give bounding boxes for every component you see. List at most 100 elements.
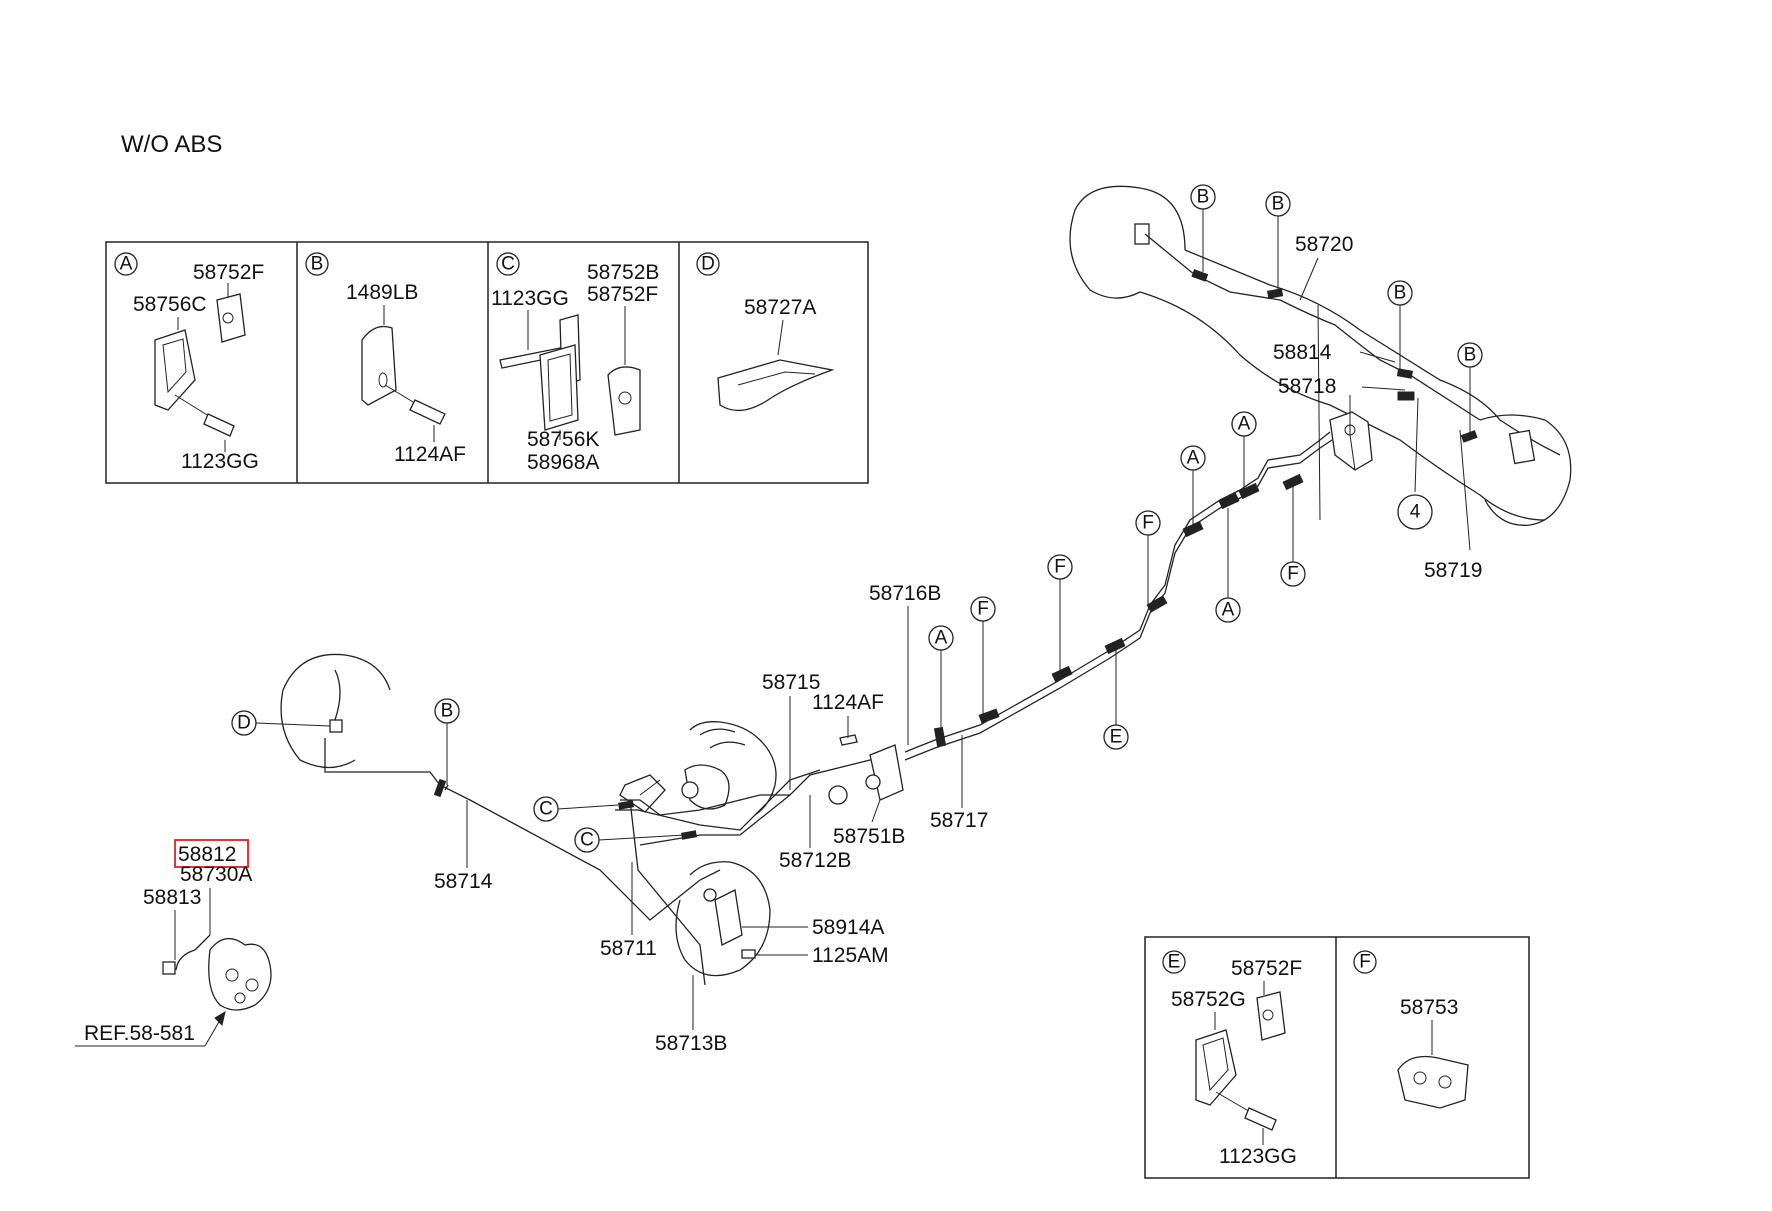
callout-f-circle <box>970 596 996 622</box>
callout-b: B <box>1272 194 1285 215</box>
part-label-58714: 58714 <box>434 870 493 893</box>
caliper-icon <box>208 938 272 1011</box>
panel-b-part: 1124AF <box>394 443 466 466</box>
detail-panel-f: F 58753 <box>1353 950 1469 1109</box>
callout-b-circle <box>434 698 460 724</box>
callout-b-circle <box>1387 280 1413 306</box>
callout-4-circle <box>1397 494 1433 530</box>
panel-f-letter: F <box>1359 952 1371 973</box>
callout-f-circle <box>1135 510 1161 536</box>
panel-e-part: 58752F <box>1231 957 1302 980</box>
panel-d-part: 58727A <box>744 296 816 319</box>
part-label-58813: 58813 <box>143 886 201 909</box>
panel-e-letter: E <box>1168 952 1181 973</box>
part-label-58718: 58718 <box>1278 375 1336 398</box>
bolt-icon <box>1244 1107 1277 1131</box>
master-cylinder-assembly <box>162 653 904 1026</box>
part-label-58717: 58717 <box>930 809 988 832</box>
callout-a: A <box>1187 448 1200 469</box>
callout-f: F <box>1287 564 1299 585</box>
rear-left-wheel-outline <box>1069 185 1141 299</box>
panel-a-part: 1123GG <box>181 450 259 473</box>
part-label-58730a: 58730A <box>180 863 252 886</box>
part-label-1124af: 1124AF <box>812 691 884 714</box>
callout-a: A <box>1222 600 1235 621</box>
diagram-title: W/O ABS <box>121 131 222 158</box>
bolt-icon <box>409 399 446 425</box>
clamp-icon <box>539 344 579 431</box>
callout-a-circle <box>1180 445 1206 471</box>
callout-d: D <box>237 713 251 734</box>
rear-axle <box>1069 185 1572 526</box>
part-label-58814: 58814 <box>1273 341 1332 364</box>
callout-a-circle <box>928 625 954 651</box>
part-label-1125am: 1125AM <box>812 944 889 967</box>
callout-b-circle <box>1265 191 1291 217</box>
callout-c: C <box>580 830 594 851</box>
panel-a-part: 58752F <box>193 261 264 284</box>
panel-e-letter-circle <box>1162 950 1186 974</box>
part-label-58716b: 58716B <box>869 582 941 605</box>
panel-e-part: 58752G <box>1171 988 1246 1011</box>
rear-axle-callouts: B B B B <box>1190 184 1483 432</box>
part-label-58711: 58711 <box>600 937 657 960</box>
part-label-58712b: 58712B <box>779 849 851 872</box>
front-part-labels: 58716B 58715 1124AF 58751B 58717 58712B … <box>75 582 988 1055</box>
part-label-58720: 58720 <box>1295 233 1353 256</box>
callout-b-circle <box>1457 342 1483 368</box>
panel-f-part: 58753 <box>1400 996 1458 1019</box>
front-callouts: D B C C <box>231 698 697 853</box>
detail-panel-d: D 58727A <box>696 252 835 412</box>
panel-c-letter: C <box>501 254 515 275</box>
callout-f-circle <box>1280 561 1306 587</box>
callout-c-circle <box>533 796 559 822</box>
rear-right-wheel-outline <box>1479 414 1572 526</box>
panel-f-letter-circle <box>1353 950 1377 974</box>
part-label-58719: 58719 <box>1424 559 1482 582</box>
callout-f: F <box>977 599 989 620</box>
callout-a: A <box>1238 414 1251 435</box>
clip-icon <box>1397 1055 1469 1109</box>
panel-b-letter-circle <box>305 252 329 276</box>
bracket-icon <box>361 325 397 406</box>
bolt-icon <box>203 413 235 437</box>
highlight-box-58812 <box>174 839 249 868</box>
clip-icon <box>717 359 835 412</box>
part-label-58812[interactable]: 58812 <box>178 843 236 866</box>
clip-icon <box>1256 991 1286 1041</box>
detail-box-top <box>105 241 869 484</box>
ref-label: REF.58-581 <box>84 1022 195 1045</box>
detail-panel-a: A 58752F 58756C 1123GG <box>114 252 264 473</box>
callout-e-circle <box>1103 724 1129 750</box>
panel-c-part: 58968A <box>527 451 599 474</box>
panel-e-part: 1123GG <box>1219 1145 1297 1168</box>
callout-d-circle <box>231 710 257 736</box>
panel-c-letter-circle <box>496 252 520 276</box>
main-brake-line <box>904 431 1333 761</box>
panel-b-letter: B <box>311 254 324 275</box>
part-label-58713b: 58713B <box>655 1032 727 1055</box>
detail-panel-e: E 58752F 58752G 1123GG <box>1162 950 1302 1168</box>
part-label-58914a: 58914A <box>812 916 884 939</box>
main-line-callouts: A F F E F A A A F <box>928 411 1306 750</box>
front-left-wheel-outline <box>282 653 391 691</box>
callout-b: B <box>441 701 454 722</box>
panel-d-letter: D <box>701 254 715 275</box>
panel-c-part: 58752F <box>587 283 658 306</box>
clamp-icon <box>1195 1029 1237 1106</box>
clip-icon <box>216 293 246 343</box>
panel-c-part: 1123GG <box>491 287 569 310</box>
callout-4: 4 <box>1410 502 1421 523</box>
panel-b-part: 1489LB <box>346 281 418 304</box>
callout-b: B <box>1394 283 1407 304</box>
callout-f: F <box>1054 557 1066 578</box>
callout-a-circle <box>1231 411 1257 437</box>
panel-c-part: 58756K <box>527 428 599 451</box>
panel-a-letter-circle <box>114 252 138 276</box>
part-label-58751b: 58751B <box>833 825 905 848</box>
detail-panel-c: C 1123GG 58752B 58752F 58756K 58968A <box>491 252 659 474</box>
callout-f: F <box>1142 513 1154 534</box>
clamp-icon <box>154 329 196 411</box>
part-label-58715: 58715 <box>762 671 820 694</box>
